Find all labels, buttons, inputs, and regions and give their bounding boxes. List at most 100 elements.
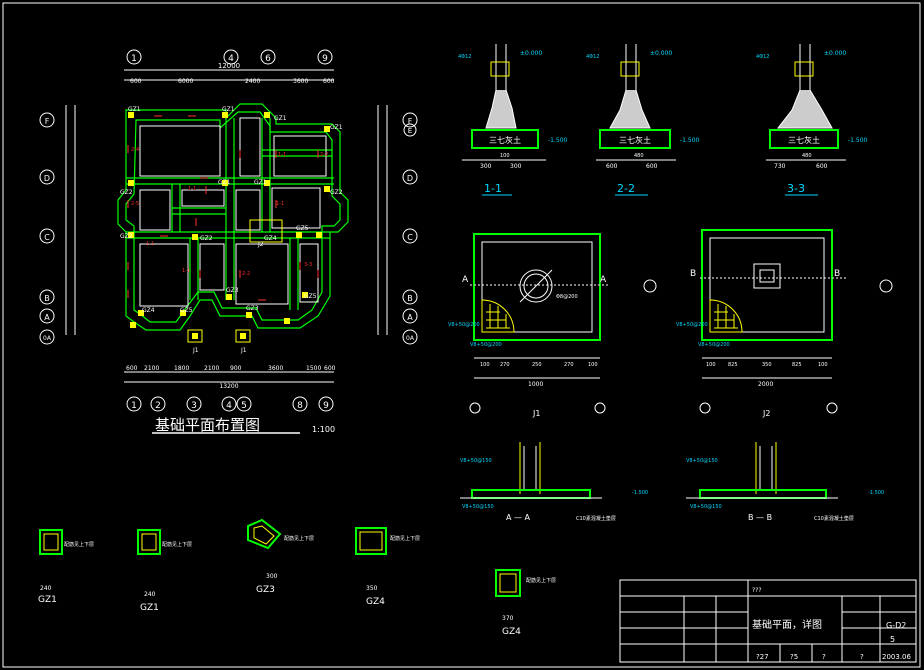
plan-title: 基础平面布置图 [155, 416, 260, 434]
svg-text:GZ5: GZ5 [180, 307, 193, 314]
foundation-plan: 12000 600 6000 2400 3600 600 1 4 6 9 F D… [39, 49, 418, 434]
svg-text:?: ? [822, 653, 826, 661]
section-label-2: 2-2 [617, 182, 635, 195]
svg-text:GZ1: GZ1 [274, 115, 287, 122]
column-gz1-b: 240 GZ1 配筋见上下层 [137, 529, 192, 613]
top-dim-3: 2400 [245, 78, 260, 85]
top-dim-1: 600 [130, 78, 142, 85]
svg-text:1-1: 1-1 [182, 268, 190, 274]
svg-text:4Φ12: 4Φ12 [458, 54, 471, 60]
svg-text:C10素混凝土垫层: C10素混凝土垫层 [814, 515, 854, 522]
svg-text:GZ1: GZ1 [254, 179, 267, 186]
svg-text:V8+50@150: V8+50@150 [686, 458, 718, 464]
svg-text:J2: J2 [762, 409, 770, 418]
svg-text:配筋见上下层: 配筋见上下层 [526, 577, 556, 584]
svg-text:270: 270 [500, 362, 510, 368]
plan-scale: 1:100 [312, 425, 335, 434]
svg-text:0A: 0A [406, 335, 415, 342]
svg-text:600: 600 [126, 365, 138, 372]
svg-text:±0.000: ±0.000 [520, 50, 542, 57]
svg-text:D: D [407, 174, 413, 183]
svg-text:V8+50@200: V8+50@200 [676, 322, 708, 328]
rebar-markers [127, 115, 319, 301]
svg-text:GZ1: GZ1 [38, 595, 57, 605]
svg-text:C10素混凝土垫层: C10素混凝土垫层 [576, 515, 616, 522]
svg-text:三七灰土: 三七灰土 [619, 135, 651, 145]
bottom-axis-bubbles: 1 2 3 4 5 8 9 [126, 396, 334, 412]
svg-text:B: B [834, 269, 840, 279]
svg-text:250: 250 [532, 362, 542, 368]
svg-text:825: 825 [792, 362, 802, 368]
svg-text:GZ4: GZ4 [366, 597, 385, 607]
svg-text:600: 600 [606, 163, 618, 170]
svg-text:2100: 2100 [204, 365, 219, 372]
svg-text:370: 370 [502, 615, 514, 622]
column-markers [128, 112, 330, 328]
svg-text:600: 600 [324, 365, 336, 372]
column-gz1-a: 240 GZ1 配筋见上下层 [38, 529, 94, 605]
svg-text:GZ1: GZ1 [222, 106, 235, 113]
svg-text:GZ1: GZ1 [140, 603, 159, 613]
svg-text:配筋见上下层: 配筋见上下层 [390, 535, 420, 542]
svg-text:100: 100 [588, 362, 598, 368]
svg-text:GZ4: GZ4 [502, 627, 521, 637]
detail-a-label: A — A [506, 513, 531, 522]
svg-text:A: A [407, 313, 413, 322]
svg-text:270: 270 [564, 362, 574, 368]
svg-text:Φ8@200: Φ8@200 [556, 294, 578, 300]
svg-text:GZ4: GZ4 [142, 307, 155, 314]
sheet-number: 5 [890, 635, 895, 644]
svg-text:825: 825 [728, 362, 738, 368]
column-labels: GZ1 GZ1 GZ1 GZ1 GZ1 GZ1 GZ2 GZ2 GZ2 GZ2 … [120, 106, 343, 314]
svg-text:9: 9 [322, 54, 328, 64]
svg-text:GZ5: GZ5 [296, 225, 309, 232]
detail-b-label: B — B [748, 513, 772, 522]
top-dim-5: 600 [323, 78, 335, 85]
svg-text:F: F [408, 117, 413, 126]
section-3-3: 三七灰土 4Φ12 ±0.000 -1.500 730 600 480 3-3 [756, 44, 868, 196]
svg-text:600: 600 [646, 163, 658, 170]
svg-text:V8+50@150: V8+50@150 [460, 458, 492, 464]
svg-text:1800: 1800 [174, 365, 189, 372]
svg-text:GZ1: GZ1 [128, 106, 141, 113]
svg-text:300: 300 [480, 163, 492, 170]
section-label-3: 3-3 [787, 182, 805, 195]
svg-text:300: 300 [510, 163, 522, 170]
svg-text:GZ5: GZ5 [304, 293, 317, 300]
svg-text:B: B [690, 269, 696, 279]
svg-text:480: 480 [634, 153, 644, 159]
svg-text:J1: J1 [240, 347, 247, 354]
svg-text:240: 240 [144, 591, 156, 598]
svg-text:2-4: 2-4 [131, 147, 139, 153]
column-gz4-a: 350 GZ4 配筋见上下层 [355, 527, 420, 607]
svg-text:350: 350 [762, 362, 772, 368]
top-total-dim: 12000 [218, 62, 240, 70]
svg-text:2100: 2100 [144, 365, 159, 372]
svg-text:GZ1: GZ1 [218, 179, 231, 186]
svg-text:100: 100 [818, 362, 828, 368]
top-axis-bubbles: 1 4 6 9 [126, 49, 333, 65]
title-block [619, 579, 917, 663]
section-1-1: 三七灰土 4Φ12 ±0.000 -1.500 300 300 100 1-1 [458, 44, 568, 196]
svg-text:6: 6 [265, 54, 271, 64]
drawing-number: G-D2 [886, 621, 906, 630]
svg-text:-1.500: -1.500 [680, 137, 700, 144]
svg-text:GZ2: GZ2 [200, 235, 213, 242]
svg-text:1: 1 [131, 54, 137, 64]
j2-box [249, 219, 283, 243]
drawing-name: 基础平面，详图 [752, 618, 822, 631]
svg-text:配筋见上下层: 配筋见上下层 [162, 541, 192, 548]
svg-text:480: 480 [802, 153, 812, 159]
svg-text:GZ1: GZ1 [330, 124, 343, 131]
svg-text:600: 600 [816, 163, 828, 170]
top-dim-2: 6000 [178, 78, 193, 85]
footing-j1: A A V8+50@200 V8+50@200 Φ8@200 100 270 2… [448, 233, 657, 418]
column-details: 240 GZ1 配筋见上下层 240 GZ1 配筋见上下层 300 GZ3 配筋… [38, 518, 556, 637]
svg-text:A: A [600, 275, 607, 285]
svg-text:4: 4 [226, 401, 232, 411]
svg-text:9: 9 [323, 401, 329, 411]
svg-text:4: 4 [228, 54, 234, 64]
svg-text:GZ3: GZ3 [256, 585, 275, 595]
svg-text:GZ2: GZ2 [120, 233, 133, 240]
